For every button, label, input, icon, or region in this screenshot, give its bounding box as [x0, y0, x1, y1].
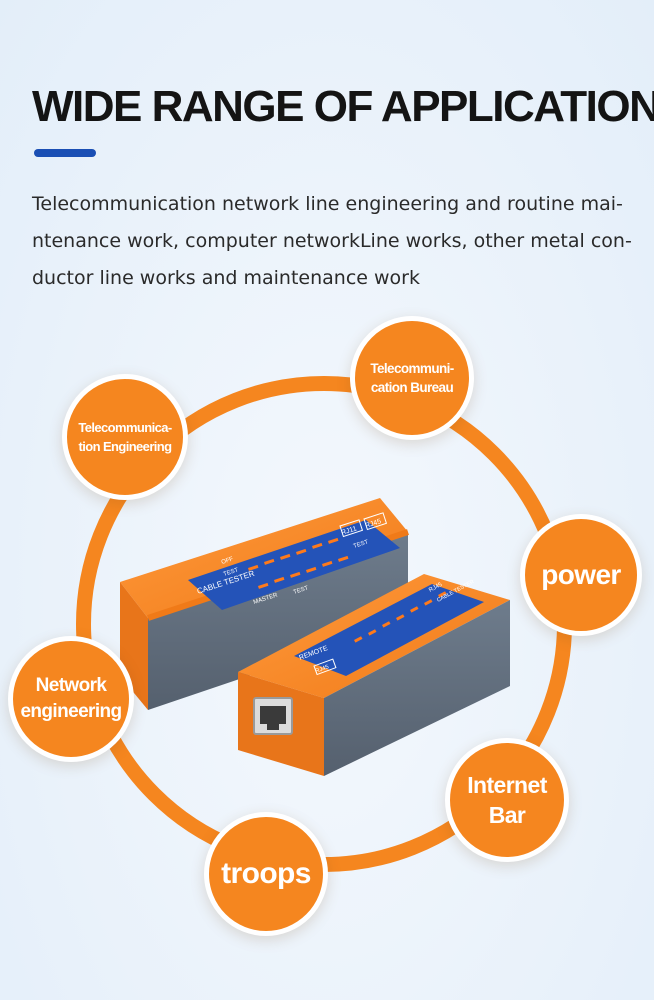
application-label: Network engineering [20, 675, 122, 722]
description: Telecommunication network line engineeri… [32, 186, 640, 297]
application-power: power [520, 514, 642, 636]
application-network-engineering: Network engineering [8, 636, 134, 762]
application-label: Telecommuni- cation Bureau [370, 361, 454, 395]
description-line: Telecommunication network line engineeri… [32, 193, 623, 215]
title-underline [34, 149, 96, 157]
master-model-2: RJ45 [364, 518, 382, 530]
master-label-off: OFF [221, 556, 235, 566]
application-telecommunication-engineering: Telecommunica- tion Engineering [62, 374, 188, 500]
master-label-test-right: TEST [293, 585, 310, 596]
application-label: Telecommunica- tion Engineering [78, 420, 172, 454]
description-line: ductor line works and maintenance work [32, 267, 420, 289]
cable-tester-device: RJ11 RJ45 TEST OFF TEST CABLE TESTER MAS… [118, 490, 518, 790]
master-label-test: TEST [353, 539, 370, 550]
cable-tester-illustration: RJ11 RJ45 TEST OFF TEST CABLE TESTER MAS… [120, 498, 510, 776]
application-label: Internet Bar [467, 772, 547, 828]
application-label: troops [221, 857, 311, 890]
application-troops: troops [204, 812, 328, 936]
page-title: WIDE RANGE OF APPLICATION [32, 82, 654, 131]
description-line: ntenance work, computer networkLine work… [32, 230, 632, 252]
master-model-1: RJ11 [340, 525, 357, 537]
application-label: power [541, 559, 621, 590]
remote-port-label: RJ45 [315, 664, 331, 675]
application-telecommunication-bureau: Telecommuni- cation Bureau [350, 316, 474, 440]
application-internet-bar: Internet Bar [445, 738, 569, 862]
master-label-test-small: TEST [223, 567, 240, 578]
